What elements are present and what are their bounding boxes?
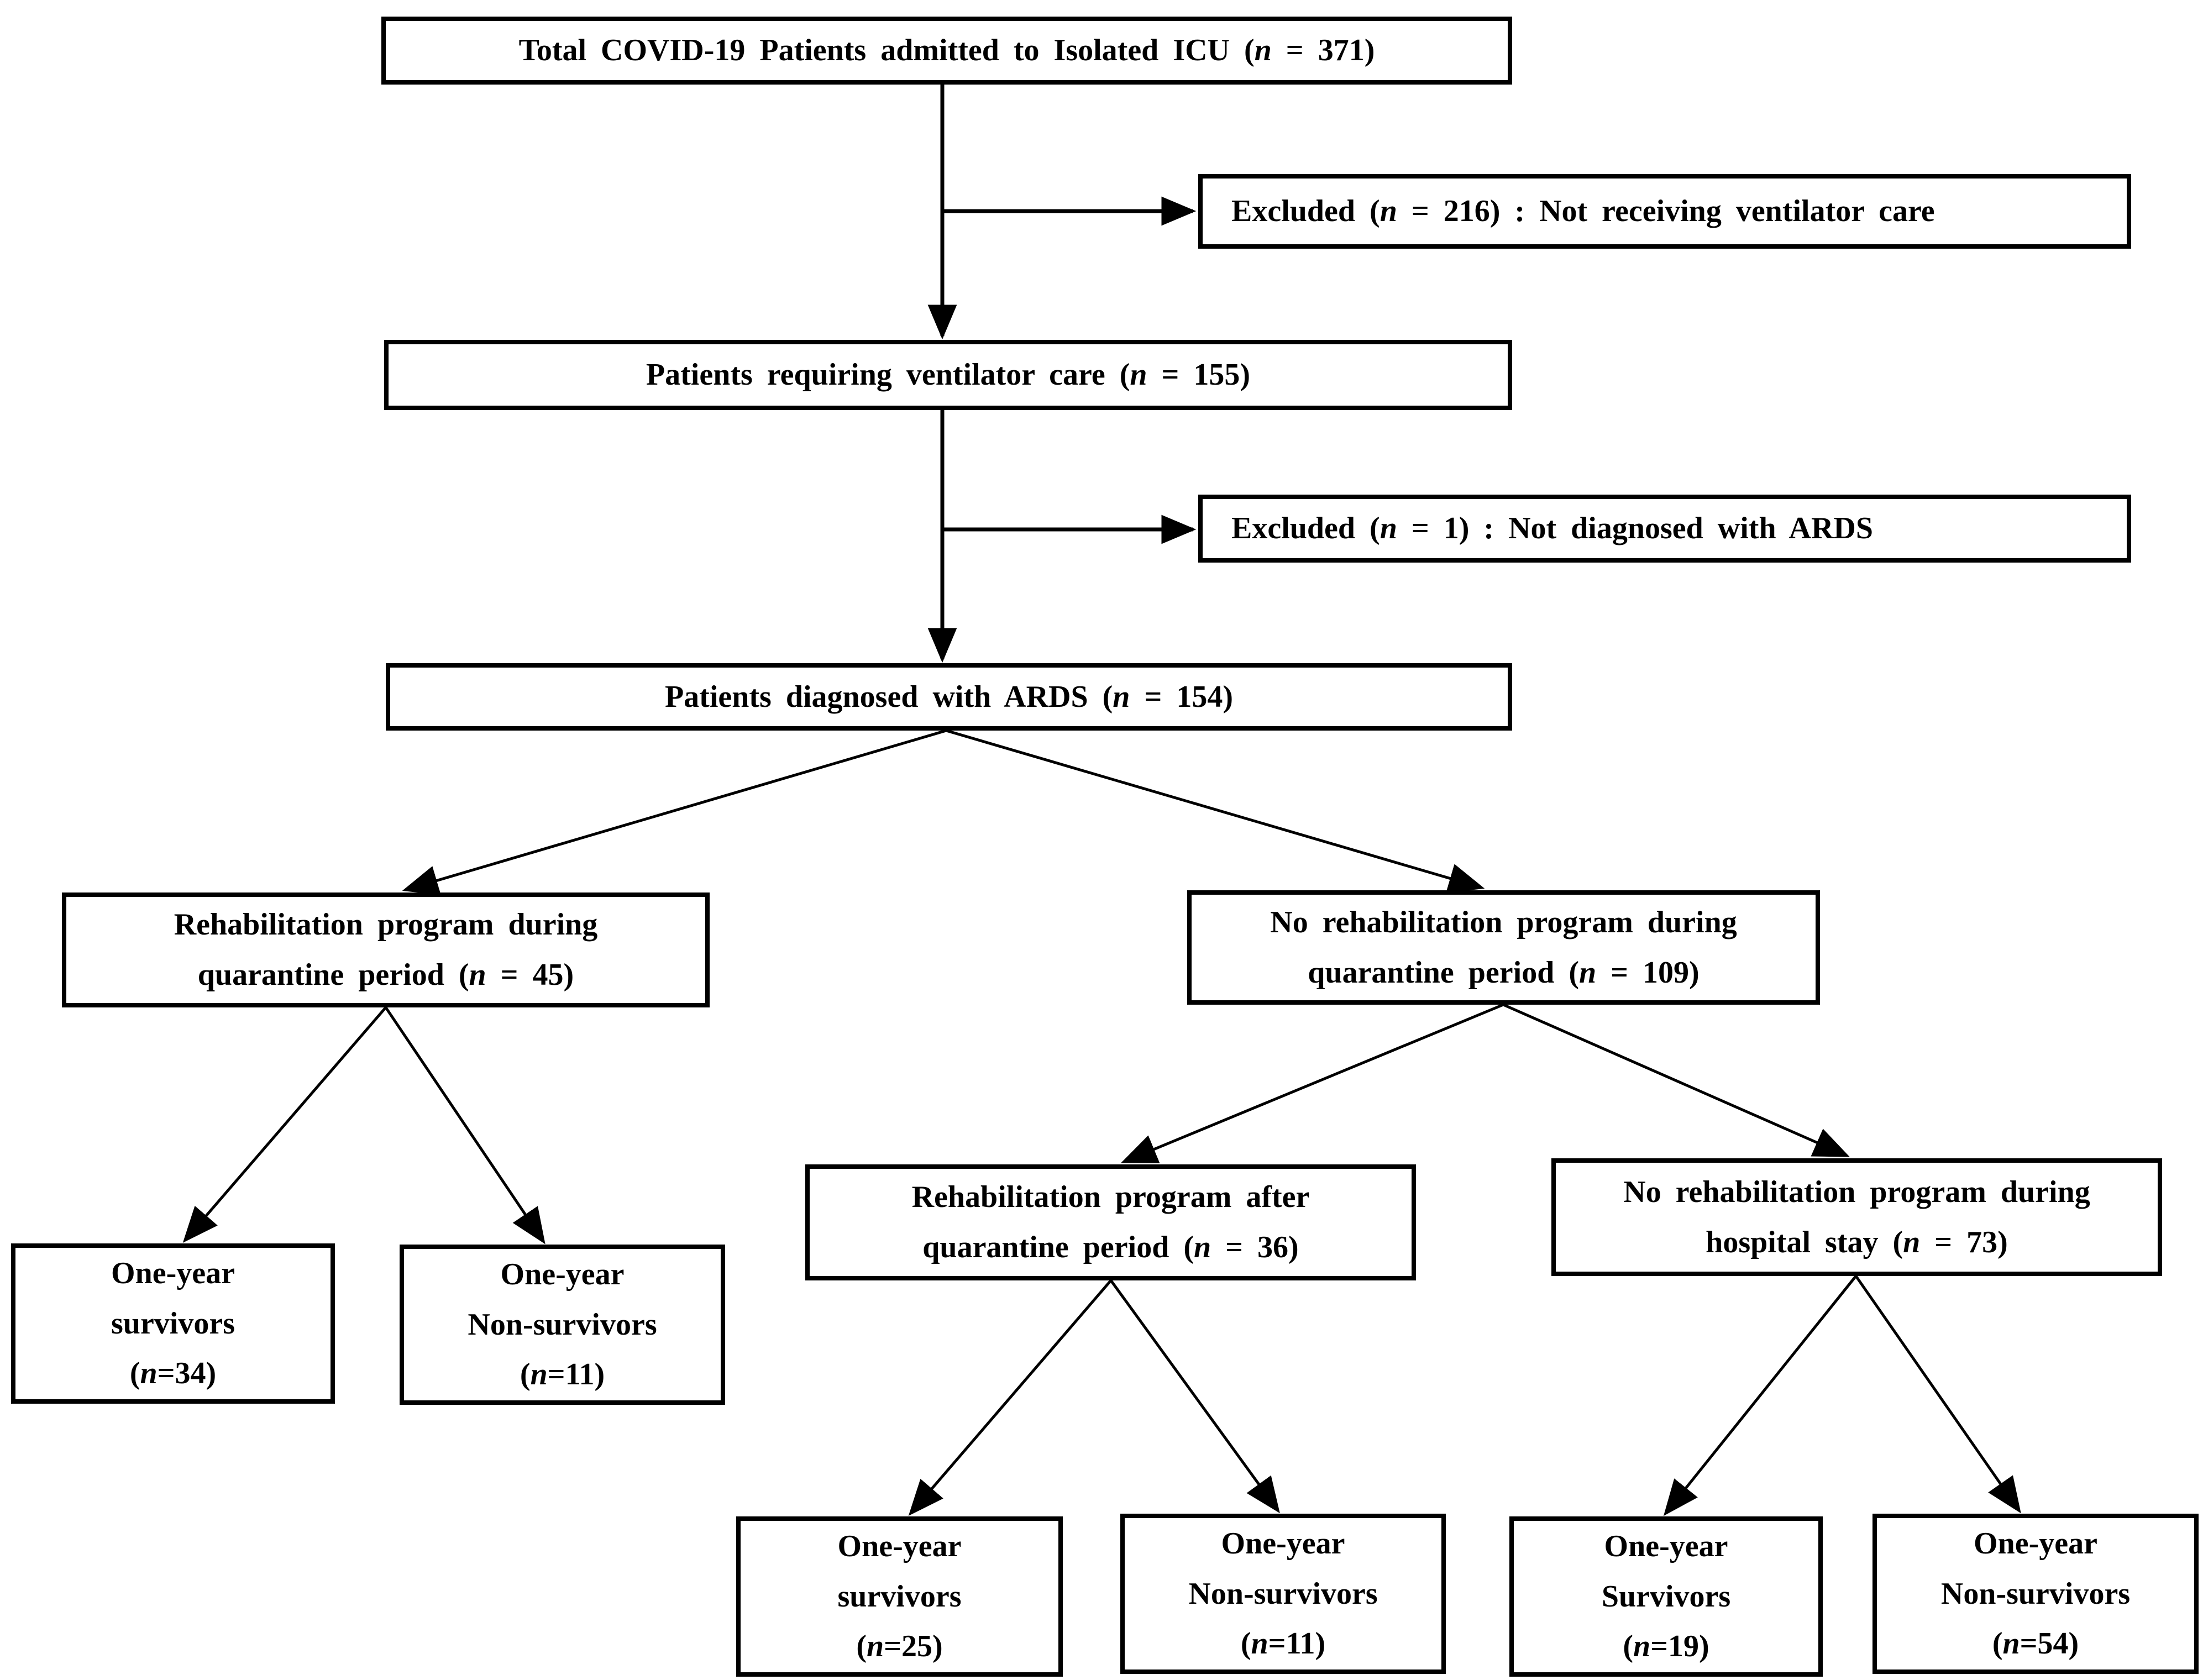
box-text-line: One-year — [1221, 1526, 1345, 1561]
box-text-line: (n=11) — [520, 1357, 605, 1392]
box-total-patients: Total COVID-19 Patients admitted to Isol… — [381, 17, 1512, 85]
box-text-line: No rehabilitation program during — [1270, 905, 1737, 939]
box-text-line: Excluded (n = 216) : Not receiving venti… — [1231, 194, 1935, 229]
arrow-ards-to-rehab-during — [402, 729, 947, 895]
arrow-no-rehab-to-no-rehab-hospital — [1502, 1003, 1850, 1157]
box-text-line: (n=19) — [1623, 1629, 1709, 1664]
box-text-line: One-year — [111, 1256, 235, 1290]
box-text-line: One-year — [1974, 1526, 2097, 1561]
box-excluded-no-ards: Excluded (n = 1) : Not diagnosed with AR… — [1198, 495, 2131, 563]
box-text-line: Non-survivors — [1188, 1576, 1378, 1611]
box-text-line: One-year — [500, 1257, 625, 1292]
box-text-line: Patients diagnosed with ARDS (n = 154) — [664, 679, 1234, 714]
box-text-line: One-year — [1604, 1529, 1728, 1563]
box-text-line: (n=54) — [1992, 1626, 2079, 1661]
box-text-line: Non-survivors — [1940, 1576, 2131, 1611]
arrow-rehab-during-to-survivors — [182, 1006, 387, 1243]
box-text-line: Rehabilitation program during — [174, 907, 598, 942]
box-text-line: quarantine period (n = 109) — [1308, 955, 1700, 990]
box-text-line: Survivors — [1601, 1579, 1731, 1614]
box-during-one-year-survivors: One-year survivors (n=34) — [11, 1243, 335, 1404]
box-text-line: survivors — [837, 1579, 962, 1614]
arrow-no-rehab-to-rehab-after — [1120, 1003, 1504, 1163]
box-after-one-year-survivors: One-year survivors (n=25) — [736, 1516, 1063, 1677]
box-rehab-during-quarantine: Rehabilitation program during quarantine … — [62, 893, 710, 1007]
arrow-rehab-during-to-non-survivors — [384, 1006, 545, 1245]
box-text-line: survivors — [111, 1306, 235, 1341]
box-text-line: Excluded (n = 1) : Not diagnosed with AR… — [1231, 511, 1873, 546]
box-ventilator-care: Patients requiring ventilator care (n = … — [384, 340, 1512, 410]
box-text-line: Rehabilitation program after — [911, 1180, 1310, 1215]
box-text-line: Non-survivors — [468, 1307, 657, 1342]
box-no-rehab-during-quarantine: No rehabilitation program during quaranti… — [1187, 890, 1820, 1005]
arrow-ards-to-no-rehab-during — [946, 729, 1485, 893]
arrow-rehab-after-to-survivors — [908, 1279, 1112, 1516]
arrow-hospital-to-non-survivors — [1854, 1275, 2021, 1514]
box-rehab-after-quarantine: Rehabilitation program after quarantine p… — [805, 1164, 1416, 1280]
box-no-rehab-hospital-stay: No rehabilitation program during hospital… — [1551, 1158, 2162, 1276]
box-text-line: (n=11) — [1240, 1626, 1326, 1661]
arrow-hospital-to-survivors — [1663, 1275, 1857, 1516]
box-text-line: quarantine period (n = 45) — [197, 958, 574, 992]
box-excluded-no-ventilator: Excluded (n = 216) : Not receiving venti… — [1198, 174, 2131, 249]
box-text-line: No rehabilitation program during — [1623, 1174, 2090, 1209]
box-ards-patients: Patients diagnosed with ARDS (n = 154) — [386, 663, 1512, 731]
box-text-line: quarantine period (n = 36) — [922, 1230, 1299, 1264]
box-text-line: Total COVID-19 Patients admitted to Isol… — [518, 33, 1375, 68]
box-text-line: (n=34) — [129, 1356, 217, 1391]
box-text-line: hospital stay (n = 73) — [1706, 1225, 2008, 1259]
box-text-line: One-year — [837, 1529, 962, 1563]
arrow-rehab-after-to-non-survivors — [1109, 1279, 1280, 1514]
box-text-line: (n=25) — [856, 1629, 943, 1664]
box-text-line: Patients requiring ventilator care (n = … — [646, 358, 1251, 392]
